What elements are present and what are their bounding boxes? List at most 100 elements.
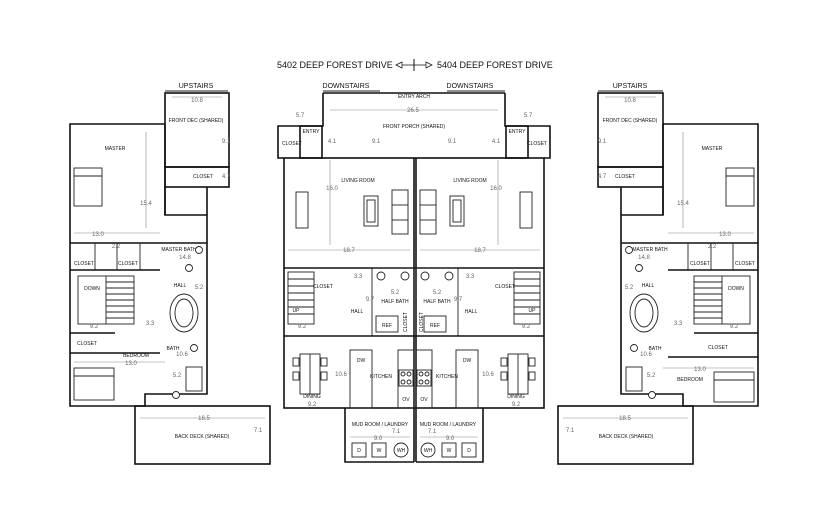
chair-icon <box>295 191 309 229</box>
label-d-3-3: 3.3 <box>466 274 475 280</box>
label-dining: DINING <box>507 394 525 400</box>
label-entry-arch: ENTRY ARCH <box>398 94 430 100</box>
label-d-5-7: 5.7 <box>296 113 305 119</box>
label-closet: CLOSET <box>495 284 515 290</box>
coffee-table-icon <box>363 195 379 227</box>
back-deck <box>134 405 271 465</box>
label-closet: CLOSET <box>708 345 728 351</box>
dining-table-icon-2 <box>500 353 536 395</box>
label-dw: DW <box>463 358 472 364</box>
label-closet: CLOSET <box>313 284 333 290</box>
label-d-16-0: 16.0 <box>490 186 502 192</box>
stairs-right <box>513 271 541 325</box>
label-d-9-1: 9.1 <box>598 139 607 145</box>
water-heater-icon-2 <box>420 442 436 458</box>
label-d-9-2: 9.2 <box>512 402 521 408</box>
label-d-5-2: 5.2 <box>391 290 400 296</box>
label-d-13-0: 13.0 <box>694 367 706 373</box>
label-down: DOWN <box>84 286 100 292</box>
label-d-7-1: 7.1 <box>392 429 401 435</box>
label-entry: ENTRY <box>509 129 527 135</box>
label-d-5-2: 5.2 <box>433 290 442 296</box>
label-d-10-6: 10.6 <box>482 372 494 378</box>
compass-arrow-icon <box>395 59 433 71</box>
label-closet: CLOSET <box>403 312 409 332</box>
left-upstairs-plan: UPSTAIRS FRONT DEC (SHARED) 10.8 9.1 CLO… <box>69 83 271 465</box>
label-hall: HALL <box>465 309 478 315</box>
label-d-9-2: 9.2 <box>90 324 99 330</box>
bed-icon-right-2 <box>713 371 755 403</box>
bath-sink-icon <box>190 344 198 352</box>
label-d-9-0: 9.0 <box>446 436 455 442</box>
toilet-icon-right-2 <box>648 391 656 399</box>
tub-small-icon <box>185 366 203 392</box>
sink-icon-right <box>625 246 633 254</box>
upstairs-header-right: UPSTAIRS <box>613 83 648 90</box>
downstairs-header-left: DOWNSTAIRS <box>323 83 370 90</box>
label-closet: CLOSET <box>193 174 213 180</box>
label-d-2-2: 2.2 <box>708 244 717 250</box>
label-d-15-4: 15.4 <box>140 201 152 207</box>
upstairs-header-left: UPSTAIRS <box>179 83 214 90</box>
label-d-9-7: 9.7 <box>366 297 375 303</box>
label-d-14-8: 14.8 <box>179 255 191 261</box>
label-d-13-0: 13.0 <box>719 232 731 238</box>
label-closet: CLOSET <box>690 261 710 267</box>
label-d-7-1: 7.1 <box>254 428 263 434</box>
label-d-9-1: 9.1 <box>448 139 457 145</box>
label-d-18-7: 18.7 <box>343 248 355 254</box>
label-d-10-6: 10.6 <box>640 352 652 358</box>
label-up: UP <box>529 308 537 314</box>
label-closet: CLOSET <box>74 261 94 267</box>
left-address: 5402 DEEP FOREST DRIVE <box>277 60 393 70</box>
fridge-icon <box>375 315 399 333</box>
label-d-4-1: 4.1 <box>328 139 337 145</box>
fridge-icon-2 <box>423 315 447 333</box>
back-deck-right <box>557 405 694 465</box>
label-closet: CLOSET <box>282 141 302 147</box>
downstairs-plan: DOWNSTAIRS DOWNSTAIRS ENTRY ARCH 26.5 FR… <box>277 83 551 463</box>
half-bath-toilet-icon-2 <box>444 271 454 281</box>
label-hall: HALL <box>642 283 655 289</box>
bed-icon <box>73 167 103 207</box>
stove-icon-2 <box>416 369 432 387</box>
label-d: D <box>357 448 361 454</box>
label-closet: CLOSET <box>77 341 97 347</box>
label-dw: DW <box>357 358 366 364</box>
label-d-4-1: 4.1 <box>492 139 501 145</box>
toilet-icon-2 <box>172 391 180 399</box>
tub-small-icon-right <box>625 366 643 392</box>
label-down: DOWN <box>728 286 744 292</box>
downstairs-header-right: DOWNSTAIRS <box>447 83 494 90</box>
bed-icon-2 <box>73 367 115 401</box>
label-kitchen: KITCHEN <box>436 374 458 380</box>
label-d-10-6: 10.6 <box>335 372 347 378</box>
label-up: UP <box>293 308 301 314</box>
washer-icon <box>371 442 387 458</box>
label-hall: HALL <box>351 309 364 315</box>
toilet-icon-right <box>635 264 643 272</box>
label-d-16-0: 16.0 <box>326 186 338 192</box>
dryer-icon-2 <box>461 442 477 458</box>
label-d-10-8: 10.8 <box>624 98 636 104</box>
label-d-4-7: 4.7 <box>222 174 231 180</box>
stove-icon <box>398 369 414 387</box>
label-master: MASTER <box>702 146 723 152</box>
half-bath-sink-icon-2 <box>420 271 430 281</box>
dryer-icon <box>351 442 367 458</box>
label-d-9-1: 9.1 <box>372 139 381 145</box>
label-d-7-1: 7.1 <box>566 428 575 434</box>
stairs-left <box>287 271 315 325</box>
label-closet: CLOSET <box>118 261 138 267</box>
label-dining: DINING <box>303 394 321 400</box>
label-master-bath: MASTER BATH <box>632 247 668 253</box>
label-bedroom: BEDROOM <box>677 377 703 383</box>
bath-sink-icon-right <box>630 344 638 352</box>
label-d-5-7: 5.7 <box>524 113 533 119</box>
label-ref: REF <box>430 323 440 329</box>
label-d-9-2: 9.2 <box>522 324 531 330</box>
label-d-26-5: 26.5 <box>407 108 419 114</box>
label-d-10-6: 10.6 <box>176 352 188 358</box>
title-block: 5402 DEEP FOREST DRIVE 5404 DEEP FOREST … <box>277 59 553 71</box>
label-d-4-7: 4.7 <box>598 174 607 180</box>
